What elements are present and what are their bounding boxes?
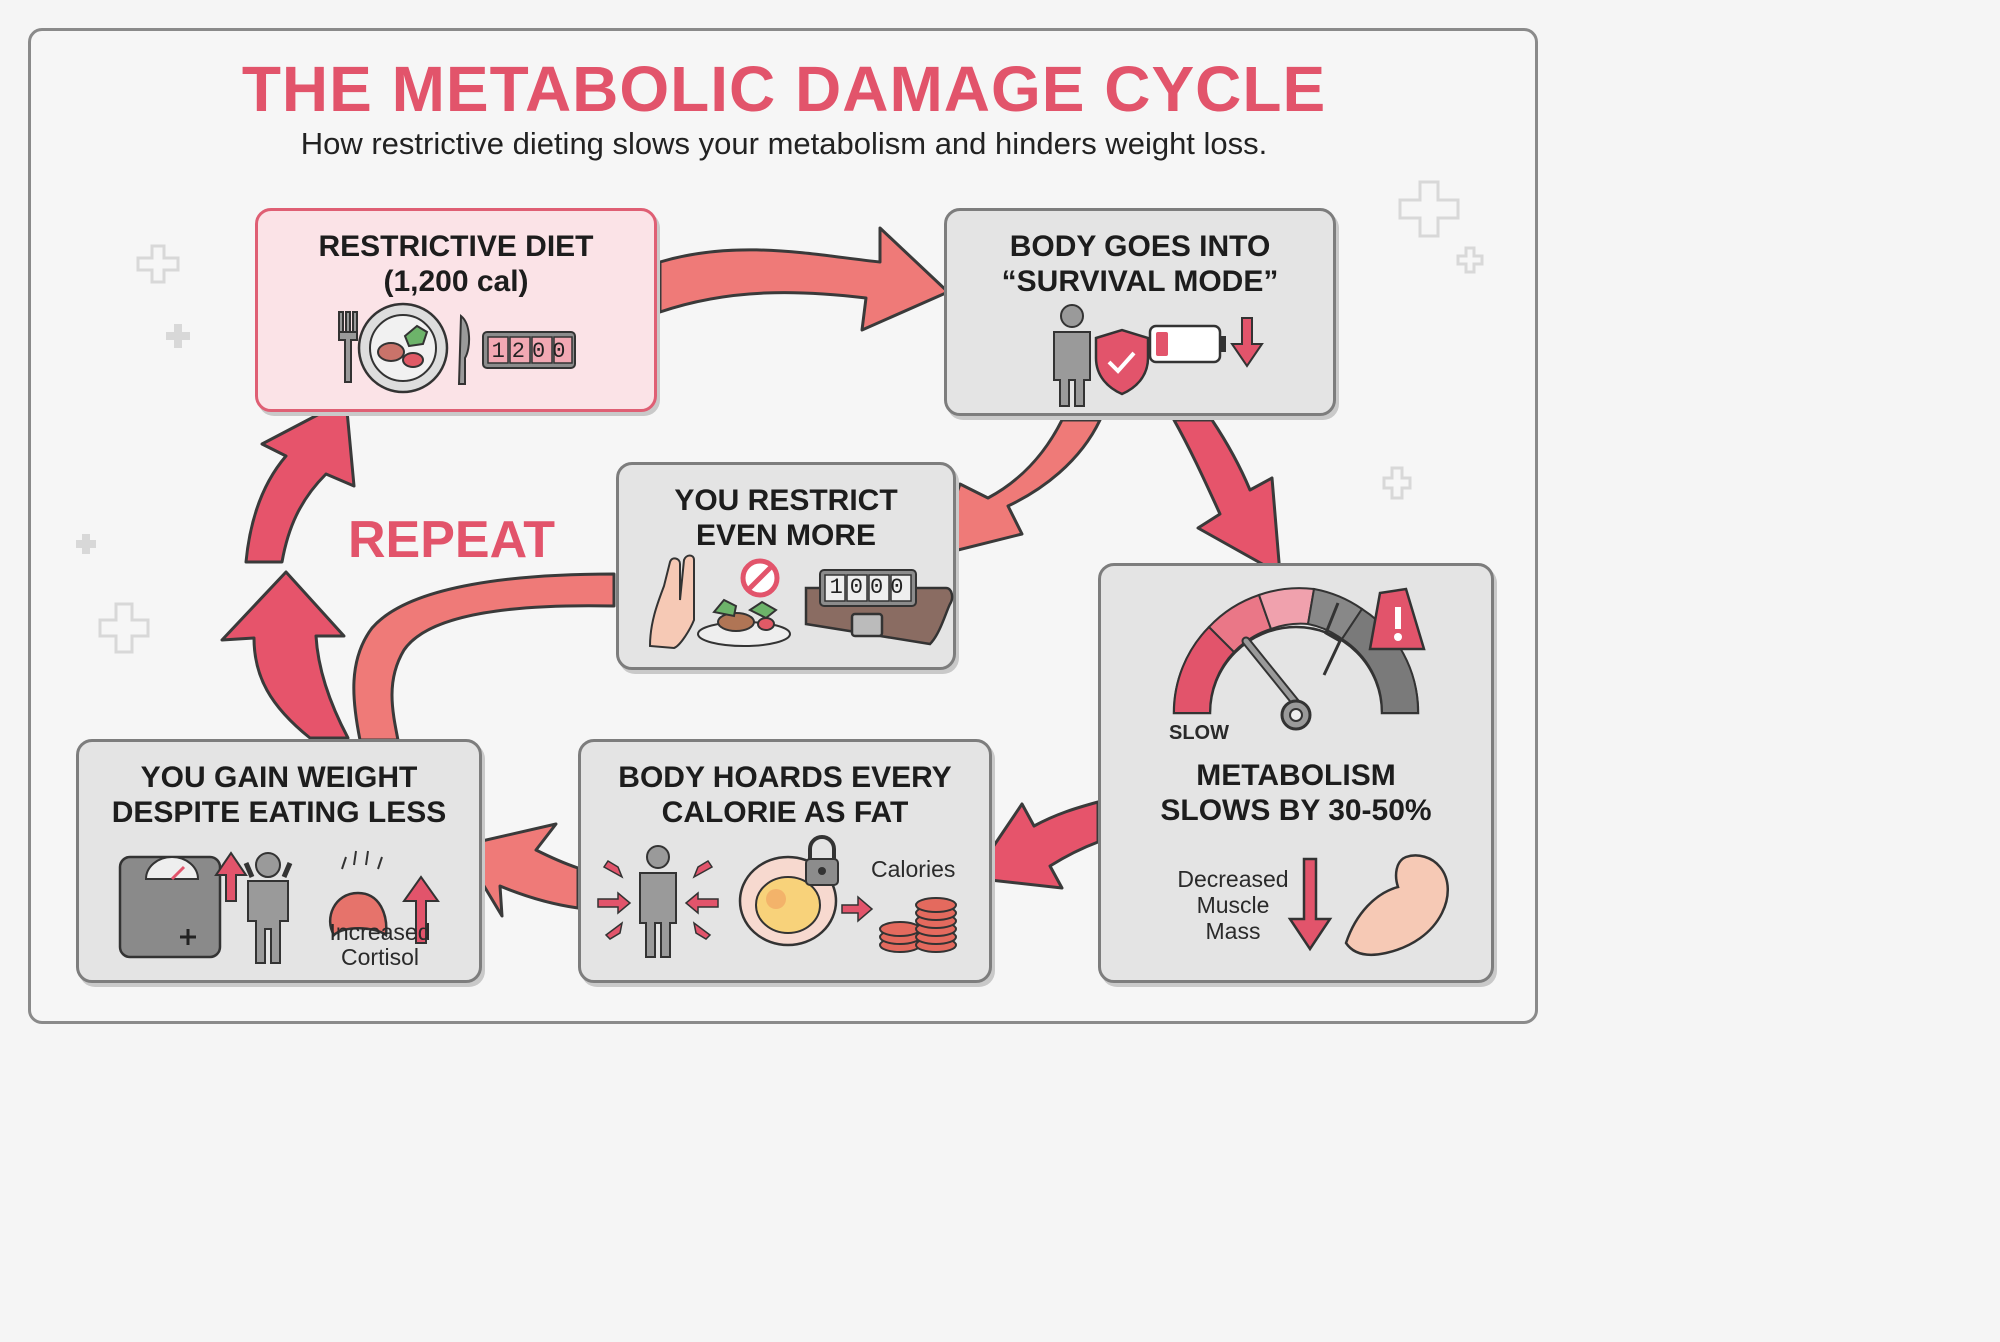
adrenal-gland-icon: [328, 850, 388, 938]
step-title-line2: (1,200 cal): [383, 265, 529, 298]
plate-icon: [357, 302, 449, 394]
step-title-line1: BODY GOES INTO: [1009, 230, 1271, 263]
person-icon: [639, 845, 677, 958]
food-plate-icon: [697, 598, 791, 647]
padlock-icon: [805, 835, 839, 886]
background-decorations: [76, 180, 1484, 654]
belt-icon: [804, 569, 954, 646]
increased-cortisol-label: Increased Cortisol: [329, 919, 431, 970]
scale-icon: [118, 855, 222, 959]
step-title-line2: EVEN MORE: [695, 519, 877, 552]
stressed-person-icon: [243, 852, 293, 964]
step-metabolism-slows: SLOW METABOLISM SLOWS BY 30-50% Decrease…: [1098, 563, 1494, 983]
decreased-muscle-label: Decreased Muscle Mass: [1177, 866, 1289, 944]
step-survival-mode: BODY GOES INTO “SURVIVAL MODE”: [944, 208, 1336, 416]
coin-stack-icon: [879, 897, 957, 953]
stop-hand-icon: [648, 554, 695, 650]
person-icon: [1053, 304, 1091, 407]
plus-deco-icon: [136, 244, 180, 284]
step-title-line1: METABOLISM: [1196, 759, 1396, 792]
knife-icon: [457, 313, 471, 385]
gauge-slow-label: SLOW: [1169, 722, 1229, 744]
step-title-line1: YOU GAIN WEIGHT: [140, 761, 418, 794]
page-title: THE METABOLIC DAMAGE CYCLE: [241, 53, 1327, 125]
inward-arrows-icon: [597, 859, 719, 940]
arrow-survival-to-restrict: [932, 418, 1102, 558]
arrow-repeat-to-diet: [244, 398, 356, 564]
plus-deco-icon: [76, 534, 96, 554]
restrict-counter-value: 1000: [829, 575, 911, 600]
down-arrow-icon: [1287, 857, 1333, 952]
step-hoards-fat: BODY HOARDS EVERY CALORIE AS FAT: [578, 739, 992, 983]
right-arrow-icon: [841, 895, 874, 923]
step-title-line2: “SURVIVAL MODE”: [1001, 265, 1279, 298]
arrow-diet-to-survival: [658, 226, 950, 332]
calorie-counter-icon: [482, 331, 576, 369]
step-restrictive-diet: RESTRICTIVE DIET (1,200 cal) 1200: [255, 208, 657, 412]
down-arrow-icon: [1230, 317, 1264, 368]
plus-deco-icon: [1382, 466, 1412, 500]
low-battery-icon: [1148, 324, 1226, 364]
calories-label: Calories: [871, 856, 956, 882]
no-symbol-icon: [740, 558, 780, 598]
step-title-line1: YOU RESTRICT: [674, 484, 898, 517]
page-subtitle: How restrictive dieting slows your metab…: [300, 126, 1268, 161]
step-gain-weight: YOU GAIN WEIGHT DESPITE EATING LESS Incr…: [76, 739, 482, 983]
step-title-line2: DESPITE EATING LESS: [111, 796, 447, 829]
step-restrict-more: YOU RESTRICT EVEN MORE 1000: [616, 462, 956, 670]
speedometer-icon: [1172, 587, 1420, 731]
step-title-line1: BODY HOARDS EVERY: [618, 761, 952, 794]
arrow-hoards-to-gain: [458, 822, 580, 918]
step-title-line2: SLOWS BY 30-50%: [1160, 794, 1432, 827]
calorie-counter-value: 1200: [491, 339, 573, 364]
flexed-arm-icon: [1344, 854, 1449, 957]
plus-deco-icon: [1398, 180, 1460, 238]
up-arrow-icon: [402, 875, 440, 944]
plus-deco-icon: [166, 324, 190, 348]
step-title-line2: CALORIE AS FAT: [661, 796, 909, 829]
warning-icon: [1368, 587, 1426, 651]
fork-icon: [338, 311, 358, 383]
arrow-gain-to-diet: [220, 570, 350, 740]
arrow-survival-to-metabolism: [1172, 418, 1282, 576]
plus-deco-icon: [1456, 246, 1484, 274]
cycle-arrows: [220, 226, 1282, 918]
arrow-restrict-to-repeat: [352, 572, 616, 742]
step-title-line1: RESTRICTIVE DIET: [318, 230, 594, 263]
up-arrow-icon: [214, 851, 248, 902]
repeat-label: REPEAT: [348, 511, 556, 569]
shield-check-icon: [1094, 328, 1150, 396]
plus-deco-icon: [98, 602, 150, 654]
